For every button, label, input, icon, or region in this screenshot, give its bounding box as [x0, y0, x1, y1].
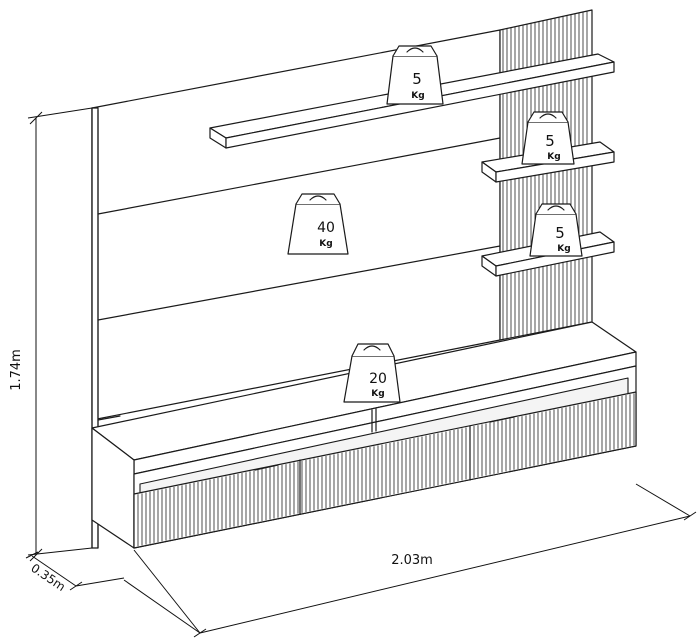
- weight-middle-shelf: 5 Kg: [521, 111, 575, 165]
- depth-dimension: 0.35m: [25, 551, 125, 594]
- weight-unit: Kg: [557, 244, 570, 254]
- weight-lower-shelf: 5 Kg: [529, 203, 583, 257]
- weight-unit: Kg: [319, 239, 332, 249]
- weight-value: 5: [545, 132, 555, 150]
- weight-unit: Kg: [411, 91, 424, 101]
- height-label: 1.74m: [9, 349, 24, 391]
- height-dimension: 1.74m: [9, 107, 93, 562]
- depth-label: 0.35m: [28, 561, 68, 594]
- weight-unit: Kg: [371, 389, 384, 399]
- weight-top-shelf: 5 Kg: [386, 45, 444, 105]
- weight-value: 40: [317, 220, 335, 236]
- weight-unit: Kg: [547, 152, 560, 162]
- weight-cabinet-top: 20 Kg: [343, 343, 401, 403]
- weight-back-panel: 40 Kg: [287, 193, 349, 255]
- width-label: 2.03m: [391, 553, 433, 568]
- weight-value: 5: [555, 224, 565, 242]
- weight-value: 5: [412, 70, 422, 88]
- width-dimension: 2.03m: [123, 483, 697, 638]
- weight-value: 20: [369, 371, 387, 387]
- tv-cabinet: [91, 321, 637, 549]
